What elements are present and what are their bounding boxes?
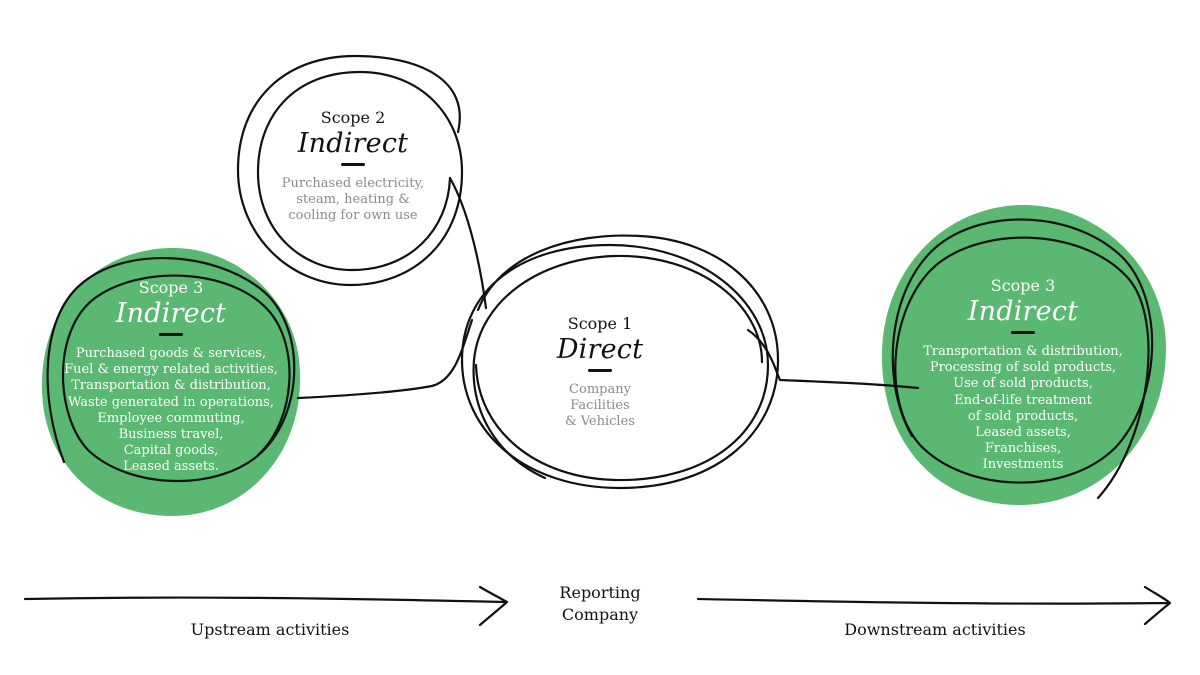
scope3-upstream-node: Scope 3 Indirect Purchased goods & servi…: [58, 278, 284, 476]
scope3-upstream-item: Capital goods,: [123, 443, 219, 459]
scope2-outline: [236, 54, 464, 287]
scope3-upstream-title: Scope 3: [138, 278, 204, 297]
scope1-dash: [588, 369, 612, 372]
scope3-downstream-outline: [891, 218, 1154, 500]
scope2-item: steam, heating &: [296, 192, 410, 208]
scope3-upstream-item: Purchased goods & services,: [75, 346, 267, 361]
scope3-upstream-items: Purchased goods & services, Fuel & energ…: [58, 346, 284, 476]
scope2-dash: [341, 163, 365, 166]
scope2-items: Purchased electricity, steam, heating & …: [264, 176, 442, 225]
scope3-downstream-blob: [881, 204, 1167, 506]
scope3-downstream-item: Transportation & distribution,: [923, 344, 1123, 359]
scope3-upstream-dash: [159, 333, 183, 336]
scope3-downstream-item: Use of sold products,: [953, 376, 1093, 392]
scope3-upstream-blob: [41, 247, 301, 517]
reporting-company-label: Reporting Company: [530, 582, 670, 626]
connector-upstream-scope1: [296, 318, 474, 400]
scope3-upstream-item: Transportation & distribution,: [71, 378, 271, 394]
scope2-title: Scope 2: [320, 108, 386, 127]
scope1-title: Scope 1: [567, 314, 633, 333]
scope3-downstream-title: Scope 3: [990, 276, 1056, 295]
scope2-kind: Indirect: [297, 128, 409, 159]
scope3-downstream-item: Leased assets,: [975, 425, 1071, 441]
scope2-item: Purchased electricity,: [281, 176, 425, 191]
scope3-downstream-node: Scope 3 Indirect Transportation & distri…: [910, 276, 1136, 474]
scope3-upstream-item: Leased assets.: [123, 459, 219, 475]
scope3-upstream-item: Business travel,: [118, 427, 224, 443]
scope1-outline: [460, 234, 780, 490]
scope3-upstream-item: Fuel & energy related activities,: [64, 362, 278, 378]
scope1-node: Scope 1 Direct Company Facilities & Vehi…: [520, 314, 680, 431]
connector-scope2-scope1: [448, 176, 488, 310]
scope3-downstream-item: End-of-life treatment: [954, 392, 1092, 408]
scope3-downstream-item: of sold products,: [967, 408, 1079, 424]
scope3-upstream-item: Waste generated in operations,: [68, 394, 274, 410]
scope3-downstream-item: Processing of sold products,: [929, 360, 1117, 376]
scope3-downstream-item: Investments: [982, 457, 1064, 473]
upstream-label: Upstream activities: [190, 620, 350, 639]
scope2-item: cooling for own use: [288, 208, 418, 224]
scope1-items: Company Facilities & Vehicles: [520, 382, 680, 431]
downstream-label: Downstream activities: [844, 620, 1026, 639]
scope3-upstream-kind: Indirect: [115, 298, 227, 329]
connector-scope1-downstream: [746, 328, 920, 390]
reporting-company-line2: Company: [561, 605, 639, 624]
scope3-upstream-outline: [46, 256, 296, 483]
scope3-downstream-item: Franchises,: [984, 441, 1062, 457]
reporting-company-line1: Reporting: [559, 583, 641, 602]
scope2-node: Scope 2 Indirect Purchased electricity, …: [264, 108, 442, 225]
downstream-arrow: [696, 585, 1172, 626]
scope3-downstream-dash: [1011, 331, 1035, 334]
scope3-downstream-kind: Indirect: [967, 296, 1079, 327]
scope1-kind: Direct: [556, 334, 644, 365]
scope1-item: Company: [569, 382, 631, 397]
scope1-item: Facilities: [570, 398, 630, 414]
scope3-upstream-item: Employee commuting,: [97, 410, 245, 426]
scope1-outline-inner: [472, 254, 764, 480]
scope1-item: & Vehicles: [565, 414, 635, 430]
upstream-arrow: [23, 585, 509, 627]
scope3-downstream-items: Transportation & distribution, Processin…: [910, 344, 1136, 474]
